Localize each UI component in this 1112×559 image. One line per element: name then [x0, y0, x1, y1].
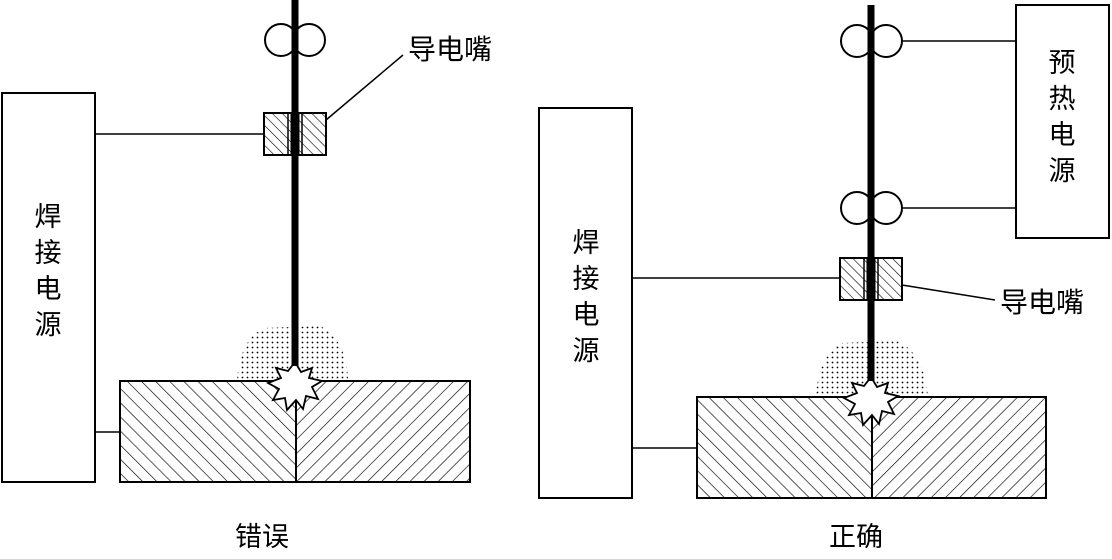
right-power-char-2: 接 [572, 264, 600, 295]
right-preheat-char-2: 热 [1048, 84, 1076, 115]
left-contact-tip-label: 导电嘴 [408, 33, 493, 66]
right-contact-tip-leader [901, 284, 996, 301]
left-power-char-3: 电 [34, 274, 62, 305]
right-workpiece-left-half [696, 396, 873, 499]
right-contact-tip-label: 导电嘴 [1000, 286, 1085, 319]
right-upper-roller-right [869, 24, 903, 58]
left-welding-power-source-label: 焊 接 电 源 [28, 200, 68, 344]
right-preheat-char-1: 预 [1048, 48, 1076, 79]
right-power-char-3: 电 [572, 300, 600, 331]
right-lower-roller-right [869, 191, 903, 225]
right-preheat-power-source-label: 预 热 电 源 [1042, 46, 1082, 190]
left-caption: 错误 [235, 522, 289, 553]
right-arc-spark [841, 375, 901, 427]
left-workpiece-right-half [295, 380, 471, 483]
right-welding-power-source-label: 焊 接 电 源 [566, 226, 606, 370]
left-contact-tip-leader [325, 54, 404, 121]
left-power-char-4: 源 [34, 310, 62, 341]
right-power-char-1: 焊 [572, 228, 600, 259]
right-welding-power-source-box [538, 107, 633, 499]
right-panel [538, 4, 1110, 499]
left-arc-spark [265, 360, 325, 412]
left-workpiece-left-half [119, 380, 297, 483]
right-caption: 正确 [829, 522, 883, 553]
right-preheat-char-3: 电 [1048, 120, 1076, 151]
left-panel [1, 0, 471, 483]
right-power-char-4: 源 [572, 336, 600, 367]
right-preheat-char-4: 源 [1048, 156, 1076, 187]
right-workpiece-right-half [871, 396, 1047, 499]
right-preheat-power-source-box [1015, 4, 1110, 239]
left-power-char-1: 焊 [34, 202, 62, 233]
left-welding-power-source-box [1, 92, 96, 483]
left-power-char-2: 接 [34, 238, 62, 269]
